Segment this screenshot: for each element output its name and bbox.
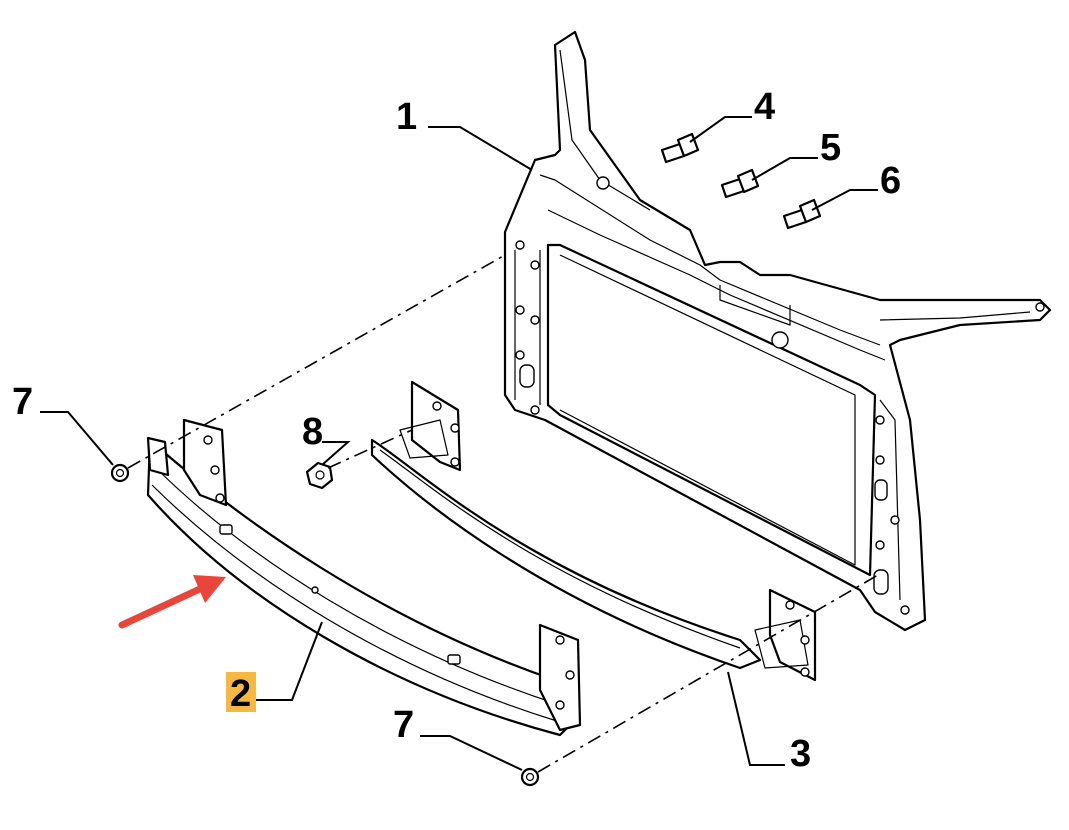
pointer-arrow xyxy=(118,575,226,629)
bumper-crossbeam[interactable] xyxy=(146,418,582,737)
nut-7-bottom[interactable] xyxy=(520,767,540,787)
leader-5 xyxy=(751,157,818,181)
callout-5: 5 xyxy=(820,127,841,169)
leader-6 xyxy=(811,189,878,211)
leader-8 xyxy=(321,441,351,466)
bolt-4[interactable] xyxy=(660,132,700,164)
callout-7-bottom: 7 xyxy=(393,704,414,746)
leader-4 xyxy=(689,116,752,143)
callout-2-highlight xyxy=(226,672,256,712)
alignment-line-upper xyxy=(127,254,506,469)
callout-8: 8 xyxy=(302,411,323,453)
callout-7-left: 7 xyxy=(12,381,33,423)
leader-3 xyxy=(727,671,785,766)
front-carrier-panel[interactable] xyxy=(503,30,1052,632)
bolt-6[interactable] xyxy=(782,198,822,230)
callout-3: 3 xyxy=(790,733,811,775)
inner-reinforcement-beam[interactable] xyxy=(370,380,817,682)
alignment-line-lower xyxy=(537,574,879,773)
callout-6: 6 xyxy=(880,160,901,202)
leader-7-left xyxy=(40,411,114,466)
nut-7-left[interactable] xyxy=(110,463,130,483)
leader-7-bottom xyxy=(420,735,523,771)
callout-1: 1 xyxy=(396,96,417,138)
callout-4: 4 xyxy=(754,86,775,128)
leader-2 xyxy=(256,621,323,701)
callout-2: 2 xyxy=(230,673,251,715)
bolt-5[interactable] xyxy=(720,168,760,199)
leader-1 xyxy=(428,126,533,171)
nut-8[interactable] xyxy=(305,461,334,490)
